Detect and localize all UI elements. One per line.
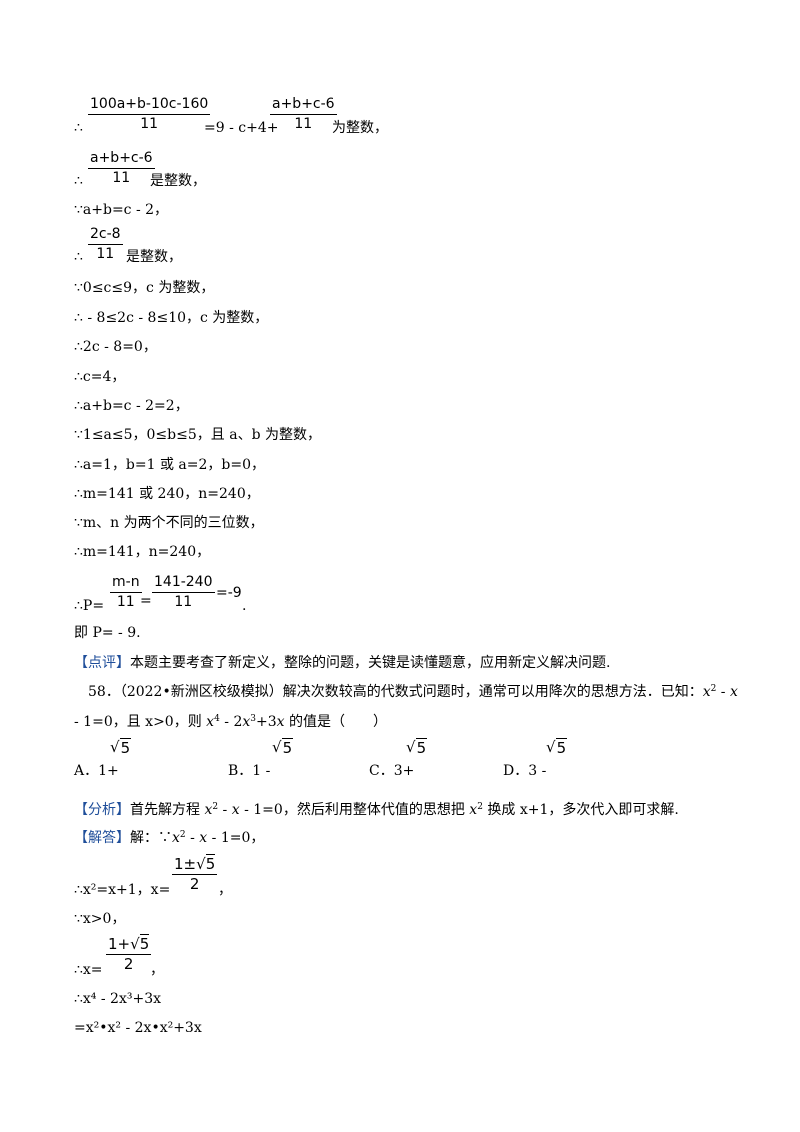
fraction-denominator: 11 bbox=[116, 594, 135, 610]
radicand: 5 bbox=[555, 738, 568, 757]
question-text-b2: 的值是（ ） bbox=[289, 714, 387, 730]
radicand: 5 bbox=[205, 854, 216, 873]
sqrt-icon: √ bbox=[546, 738, 556, 756]
fraction-3: a+b+c-6 11 bbox=[88, 150, 155, 187]
answer-line-5: ∴x⁴ - 2x³+3x bbox=[74, 991, 161, 1007]
option-a-label: A．1+ bbox=[74, 763, 119, 779]
fraction-denominator: 11 bbox=[140, 116, 159, 132]
analysis-text-b: ，然后利用整体代值的思想把 bbox=[282, 802, 470, 818]
fraction-numerator: a+b+c-6 bbox=[270, 96, 337, 115]
sqrt-icon: √ bbox=[406, 738, 416, 756]
line15-start: ∴P= bbox=[74, 598, 105, 614]
therefore-symbol: ∴ bbox=[74, 249, 83, 265]
radicand: 5 bbox=[415, 738, 428, 757]
fraction-denominator: 11 bbox=[112, 170, 131, 186]
fraction-numerator: 2c-8 bbox=[88, 226, 123, 245]
answer-line-6: =x²•x² - 2x•x²+3x bbox=[74, 1020, 202, 1036]
analysis-line: 【分析】首先解方程 x2 - x - 1=0，然后利用整体代值的思想把 x2 换… bbox=[74, 802, 679, 818]
comment-line: 【点评】本题主要考查了新定义，整除的问题，关键是读懂题意，应用新定义解决问题. bbox=[74, 654, 610, 672]
fraction-numerator: 141-240 bbox=[152, 574, 215, 593]
analysis-text-c: 换成 x+1，多次代入即可求解. bbox=[487, 802, 679, 818]
analysis-tag: 【分析】 bbox=[74, 802, 130, 818]
fraction-6-result: =-9 bbox=[216, 585, 242, 601]
line14: ∴m=141，n=240， bbox=[74, 544, 211, 560]
answer-line-3: ∵x>0， bbox=[74, 911, 126, 927]
answer-fraction-1: 1±√5 2 bbox=[172, 854, 218, 893]
therefore-symbol: ∴ bbox=[74, 173, 83, 189]
option-c[interactable]: C．3+ bbox=[369, 762, 414, 780]
answer-line-2-end: ， bbox=[218, 882, 232, 898]
option-b-sqrt: √5 bbox=[272, 738, 294, 757]
answer-line-4-start: ∴x= bbox=[74, 962, 103, 978]
radicand: 5 bbox=[139, 934, 150, 953]
question-text-a: （2022•新洲区校级模拟）解决次数较高的代数式问题时，通常可以用降次的思想方法… bbox=[119, 684, 703, 700]
line16: 即 P= - 9. bbox=[74, 625, 141, 641]
line2-end: 是整数， bbox=[150, 173, 206, 189]
option-a[interactable]: A．1+ bbox=[74, 762, 119, 780]
fraction-denominator: 11 bbox=[96, 246, 115, 262]
line8: ∴c=4， bbox=[74, 369, 126, 385]
question-line-2: - 1=0，且 x>0，则 x4 - 2x3+3x 的值是（ ） bbox=[74, 714, 387, 730]
line5: ∵0≤c≤9，c 为整数， bbox=[74, 280, 215, 296]
therefore-symbol: ∴ bbox=[74, 120, 83, 136]
line11: ∴a=1，b=1 或 a=2，b=0， bbox=[74, 457, 265, 473]
line9: ∴a+b=c - 2=2， bbox=[74, 398, 189, 414]
line1-middle: =9 - c+4+ bbox=[204, 120, 279, 136]
option-d-label: D．3 - bbox=[503, 763, 547, 779]
question-line-1: 58．（2022•新洲区校级模拟）解决次数较高的代数式问题时，通常可以用降次的思… bbox=[88, 684, 738, 700]
comment-tag: 【点评】 bbox=[74, 655, 130, 671]
fraction-2: a+b+c-6 11 bbox=[270, 96, 337, 133]
answer-line: 【解答】解：∵x2 - x - 1=0， bbox=[74, 830, 265, 846]
option-b[interactable]: B．1 - bbox=[228, 762, 270, 780]
fraction-numerator: 1±√5 bbox=[172, 854, 218, 875]
line6: ∴ - 8≤2c - 8≤10，c 为整数， bbox=[74, 310, 269, 326]
option-a-sqrt: √5 bbox=[110, 738, 132, 757]
line10: ∵1≤a≤5，0≤b≤5，且 a、b 为整数， bbox=[74, 427, 321, 443]
numerator-prefix: 1+ bbox=[108, 935, 131, 953]
radicand: 5 bbox=[281, 738, 294, 757]
fraction-6: 141-240 11 bbox=[152, 574, 215, 611]
fraction-denominator: 11 bbox=[174, 594, 193, 610]
equals-sign: = bbox=[140, 593, 152, 609]
line13: ∵m、n 为两个不同的三位数， bbox=[74, 515, 264, 531]
fraction-1: 100a+b-10c-160 11 bbox=[88, 96, 211, 133]
option-b-label: B．1 - bbox=[228, 763, 271, 779]
line12: ∴m=141 或 240，n=240， bbox=[74, 486, 260, 502]
answer-text: 解：∵ bbox=[130, 830, 172, 846]
line4-end: 是整数， bbox=[126, 249, 182, 265]
sqrt-icon: √ bbox=[196, 855, 206, 873]
comment-text: 本题主要考查了新定义，整除的问题，关键是读懂题意，应用新定义解决问题. bbox=[130, 655, 611, 671]
answer-line-2-start: ∴x²=x+1，x= bbox=[74, 882, 171, 898]
answer-fraction-2: 1+√5 2 bbox=[106, 934, 152, 973]
question-number: 58． bbox=[88, 684, 120, 700]
analysis-text-a: 首先解方程 bbox=[130, 802, 205, 818]
line15-end: . bbox=[242, 598, 247, 614]
sqrt-icon: √ bbox=[110, 738, 120, 756]
fraction-numerator: 1+√5 bbox=[106, 934, 152, 955]
sqrt-icon: √ bbox=[130, 935, 140, 953]
radicand: 5 bbox=[119, 738, 132, 757]
option-d[interactable]: D．3 - bbox=[503, 762, 546, 780]
question-text-b: - 1=0，且 x>0，则 bbox=[74, 714, 207, 730]
numerator-prefix: 1± bbox=[174, 855, 197, 873]
line1-end: 为整数， bbox=[332, 120, 388, 136]
fraction-denominator: 11 bbox=[294, 116, 313, 132]
answer-tag: 【解答】 bbox=[74, 830, 130, 846]
fraction-denominator: 2 bbox=[123, 955, 134, 973]
line3: ∵a+b=c - 2， bbox=[74, 202, 169, 218]
sqrt-icon: √ bbox=[272, 738, 282, 756]
fraction-numerator: a+b+c-6 bbox=[88, 150, 155, 169]
option-c-label: C．3+ bbox=[369, 763, 415, 779]
fraction-5: m-n 11 bbox=[110, 574, 142, 611]
fraction-denominator: 2 bbox=[189, 875, 200, 893]
option-d-sqrt: √5 bbox=[546, 738, 568, 757]
option-c-sqrt: √5 bbox=[406, 738, 428, 757]
fraction-numerator: m-n bbox=[110, 574, 142, 593]
fraction-numerator: 100a+b-10c-160 bbox=[88, 96, 211, 115]
fraction-4: 2c-8 11 bbox=[88, 226, 123, 263]
line7: ∴2c - 8=0， bbox=[74, 339, 157, 355]
answer-line-4-end: ， bbox=[150, 962, 164, 978]
